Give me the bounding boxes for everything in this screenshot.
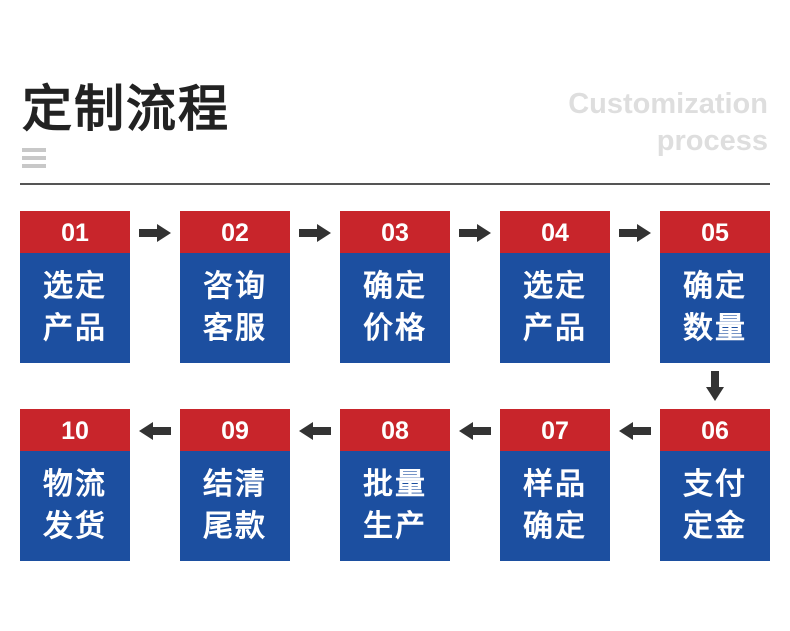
step-label-line2: 确定 bbox=[523, 509, 587, 544]
step-label-line1: 批量 bbox=[363, 467, 427, 502]
step-label-line2: 价格 bbox=[363, 311, 427, 346]
arrow-right-icon bbox=[299, 224, 331, 242]
step-label-line2: 客服 bbox=[203, 311, 267, 346]
step-card-01: 01 选定 产品 bbox=[20, 211, 130, 363]
step-card-08: 08 批量 生产 bbox=[340, 409, 450, 561]
step-number: 06 bbox=[660, 409, 770, 451]
step-body: 物流 发货 bbox=[20, 451, 130, 561]
step-number: 09 bbox=[180, 409, 290, 451]
step-label-line2: 生产 bbox=[363, 509, 427, 544]
step-body: 结清 尾款 bbox=[180, 451, 290, 561]
arrow-right-icon bbox=[619, 224, 651, 242]
step-label-line1: 支付 bbox=[683, 467, 747, 502]
arrow-right-icon bbox=[139, 224, 171, 242]
step-body: 选定 产品 bbox=[20, 253, 130, 363]
step-body: 确定 价格 bbox=[340, 253, 450, 363]
step-number: 10 bbox=[20, 409, 130, 451]
step-number: 01 bbox=[20, 211, 130, 253]
step-label-line1: 样品 bbox=[523, 467, 587, 502]
step-body: 样品 确定 bbox=[500, 451, 610, 561]
arrow-left-icon bbox=[299, 422, 331, 440]
step-number: 05 bbox=[660, 211, 770, 253]
step-card-10: 10 物流 发货 bbox=[20, 409, 130, 561]
step-number: 07 bbox=[500, 409, 610, 451]
step-card-02: 02 咨询 客服 bbox=[180, 211, 290, 363]
step-card-04: 04 选定 产品 bbox=[500, 211, 610, 363]
step-label-line2: 数量 bbox=[683, 311, 747, 346]
step-label-line1: 确定 bbox=[363, 269, 427, 304]
page-subtitle: Customization process bbox=[568, 86, 768, 160]
step-label-line1: 确定 bbox=[683, 269, 747, 304]
step-body: 咨询 客服 bbox=[180, 253, 290, 363]
step-number: 08 bbox=[340, 409, 450, 451]
step-card-05: 05 确定 数量 bbox=[660, 211, 770, 363]
arrow-left-icon bbox=[459, 422, 491, 440]
step-body: 选定 产品 bbox=[500, 253, 610, 363]
step-body: 确定 数量 bbox=[660, 253, 770, 363]
step-number: 03 bbox=[340, 211, 450, 253]
subtitle-line-1: Customization bbox=[568, 88, 768, 120]
step-card-03: 03 确定 价格 bbox=[340, 211, 450, 363]
step-label-line2: 尾款 bbox=[203, 509, 267, 544]
step-label-line1: 选定 bbox=[523, 269, 587, 304]
step-label-line1: 咨询 bbox=[203, 269, 267, 304]
page-title: 定制流程 bbox=[22, 80, 230, 138]
step-label-line2: 产品 bbox=[523, 311, 587, 346]
step-body: 支付 定金 bbox=[660, 451, 770, 561]
step-card-06: 06 支付 定金 bbox=[660, 409, 770, 561]
step-label-line2: 定金 bbox=[683, 509, 747, 544]
step-label-line1: 物流 bbox=[43, 467, 107, 502]
step-number: 02 bbox=[180, 211, 290, 253]
subtitle-line-2: process bbox=[656, 125, 768, 157]
step-label-line1: 选定 bbox=[43, 269, 107, 304]
step-number: 04 bbox=[500, 211, 610, 253]
step-card-09: 09 结清 尾款 bbox=[180, 409, 290, 561]
arrow-left-icon bbox=[619, 422, 651, 440]
header-divider bbox=[20, 183, 770, 185]
step-label-line2: 产品 bbox=[43, 311, 107, 346]
step-label-line2: 发货 bbox=[43, 509, 107, 544]
arrow-down-icon bbox=[706, 371, 724, 401]
step-card-07: 07 样品 确定 bbox=[500, 409, 610, 561]
arrow-right-icon bbox=[459, 224, 491, 242]
step-body: 批量 生产 bbox=[340, 451, 450, 561]
step-label-line1: 结清 bbox=[203, 467, 267, 502]
arrow-left-icon bbox=[139, 422, 171, 440]
menu-lines-icon bbox=[22, 148, 46, 168]
